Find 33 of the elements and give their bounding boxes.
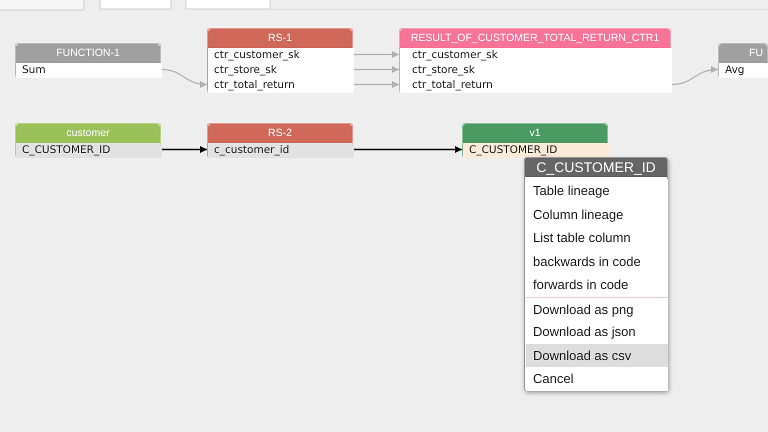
table-card xyxy=(718,43,768,78)
column-row: ctr_total_return xyxy=(208,78,354,93)
table-card xyxy=(15,43,161,78)
column-row: ctr_total_return xyxy=(400,78,672,93)
table-title: RESULT_OF_CUSTOMER_TOTAL_RETURN_CTR1 xyxy=(400,29,670,48)
context-menu xyxy=(524,157,668,391)
table-title: FU xyxy=(719,44,767,63)
arrow xyxy=(353,51,399,58)
menu-item: Cancel xyxy=(526,367,668,390)
column-row: Avg xyxy=(719,63,768,78)
column-row: C_CUSTOMER_ID xyxy=(463,143,609,158)
table-title: RS-1 xyxy=(208,29,352,48)
arrow xyxy=(160,68,208,88)
column-row: c_customer_id xyxy=(208,143,354,158)
menu-item: Download as png xyxy=(526,296,668,320)
table-title: customer xyxy=(16,124,160,143)
table-card xyxy=(399,28,671,93)
column-row: C_CUSTOMER_ID xyxy=(16,143,162,158)
arrow xyxy=(670,66,718,86)
table-title: RS-2 xyxy=(208,124,352,143)
table-title: FUNCTION-1 xyxy=(16,44,160,63)
table-title: v1 xyxy=(463,124,607,143)
table-card xyxy=(462,123,608,158)
table-card xyxy=(207,123,353,158)
column-row: Sum xyxy=(16,63,162,78)
arrow xyxy=(353,146,462,153)
menu-title: C_CUSTOMER_ID xyxy=(525,158,667,177)
arrow xyxy=(353,66,399,73)
arrow xyxy=(353,81,399,88)
table-card xyxy=(15,123,161,158)
arrow xyxy=(161,146,207,153)
menu-item: Download as csv xyxy=(526,344,668,367)
table-card xyxy=(207,28,353,93)
